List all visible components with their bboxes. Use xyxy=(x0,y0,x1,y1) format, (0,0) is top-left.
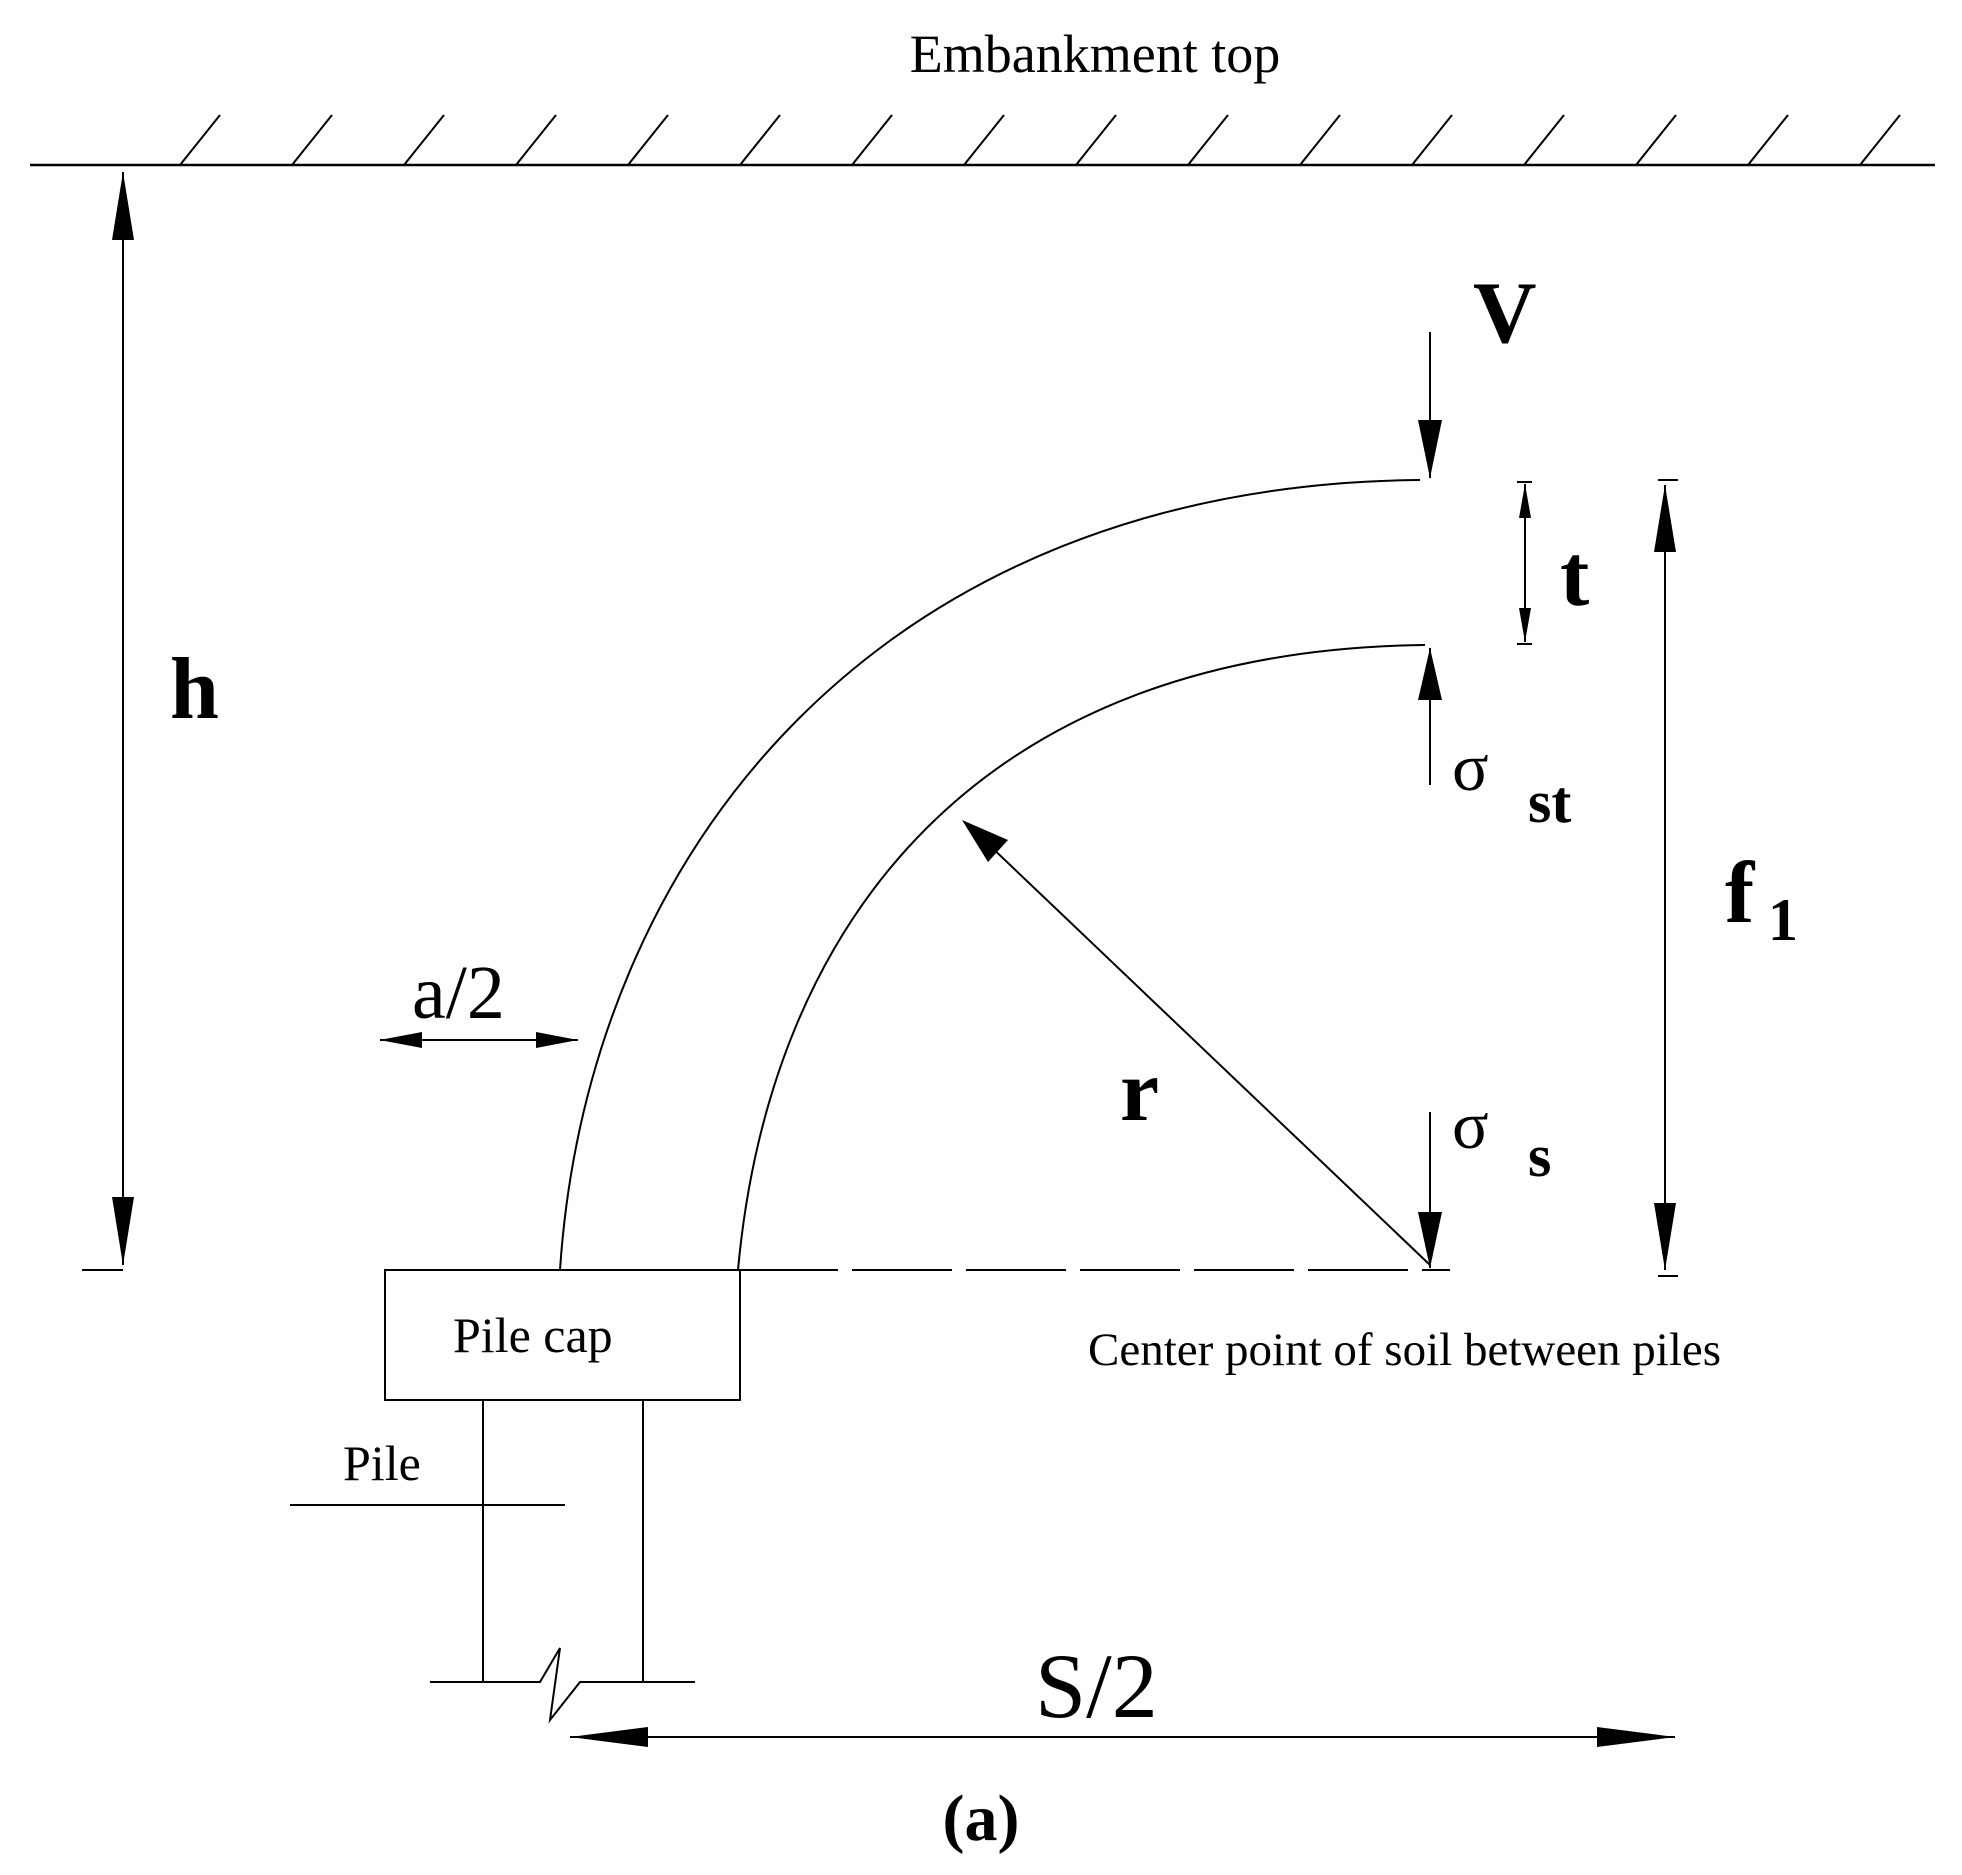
pile xyxy=(290,1400,695,1724)
f1-arrow-bottom xyxy=(1654,1203,1676,1270)
f1-subscript: 1 xyxy=(1768,887,1798,953)
v-arrow-head xyxy=(1418,420,1442,478)
s-half-arrow-right xyxy=(1597,1727,1675,1747)
sigma-st-symbol: σ xyxy=(1452,729,1489,805)
f1-dimension xyxy=(1654,479,1678,1277)
t-arrow-bottom xyxy=(1519,608,1531,642)
f1-arrow-top xyxy=(1654,485,1676,552)
pile-cap xyxy=(384,1269,741,1401)
hatch-mark xyxy=(627,114,669,166)
hatch-mark xyxy=(179,114,221,166)
a-half-arrow-left xyxy=(380,1032,422,1048)
sigma-st-subscript: st xyxy=(1528,769,1571,835)
soil-arch xyxy=(559,479,1426,1271)
a-half-dimension xyxy=(380,1032,578,1048)
hatch-mark xyxy=(1859,114,1901,166)
hatch-mark xyxy=(851,114,893,166)
h-label: h xyxy=(170,641,219,738)
pile-label: Pile xyxy=(343,1435,421,1491)
f1-symbol: f xyxy=(1725,845,1756,942)
h-arrow-bottom xyxy=(112,1197,134,1265)
t-dimension xyxy=(1517,481,1532,645)
r-label: r xyxy=(1120,1043,1159,1140)
sigma-st-head xyxy=(1418,648,1442,700)
t-arrow-top xyxy=(1519,484,1531,518)
hatch-mark xyxy=(1747,114,1789,166)
s-half-label: S/2 xyxy=(1035,1635,1158,1737)
inner-arch xyxy=(737,644,1426,1271)
outer-arch xyxy=(559,479,1421,1271)
sigma-s-symbol: σ xyxy=(1452,1087,1489,1163)
r-radius-line xyxy=(964,821,1431,1266)
s-half-dimension xyxy=(570,1727,1675,1747)
hatch-mark xyxy=(1299,114,1341,166)
hatch-mark xyxy=(963,114,1005,166)
sigma-st-arrow xyxy=(1418,648,1442,785)
hatch-mark xyxy=(1411,114,1453,166)
a-half-label: a/2 xyxy=(412,951,505,1035)
embankment-top xyxy=(30,114,1935,167)
sigma-s-head xyxy=(1418,1212,1442,1268)
s-half-arrow-left xyxy=(570,1727,648,1747)
hatch-mark xyxy=(291,114,333,166)
t-label: t xyxy=(1560,528,1589,625)
hatch-mark xyxy=(403,114,445,166)
hatch-mark xyxy=(1075,114,1117,166)
pile-break-line xyxy=(430,1647,695,1724)
sigma-s-subscript: s xyxy=(1528,1123,1551,1189)
hatch-mark xyxy=(1187,114,1229,166)
h-arrow-top xyxy=(112,172,134,240)
hatch-mark xyxy=(1523,114,1565,166)
a-half-arrow-right xyxy=(536,1032,578,1048)
embankment-hatching xyxy=(179,114,1901,166)
hatch-mark xyxy=(1635,114,1677,166)
r-radius xyxy=(962,820,1431,1266)
hatch-mark xyxy=(739,114,781,166)
v-load-arrow xyxy=(1418,332,1442,478)
pile-cap-label: Pile cap xyxy=(453,1307,613,1363)
hatch-mark xyxy=(515,114,557,166)
h-dimension xyxy=(82,172,134,1271)
r-arrow-head xyxy=(962,820,1008,862)
embankment-top-label: Embankment top xyxy=(910,24,1280,84)
figure-caption: (a) xyxy=(943,1782,1020,1855)
v-label: V xyxy=(1473,265,1537,362)
sigma-s-arrow xyxy=(1418,1112,1442,1268)
center-point-label: Center point of soil between piles xyxy=(1088,1324,1721,1376)
